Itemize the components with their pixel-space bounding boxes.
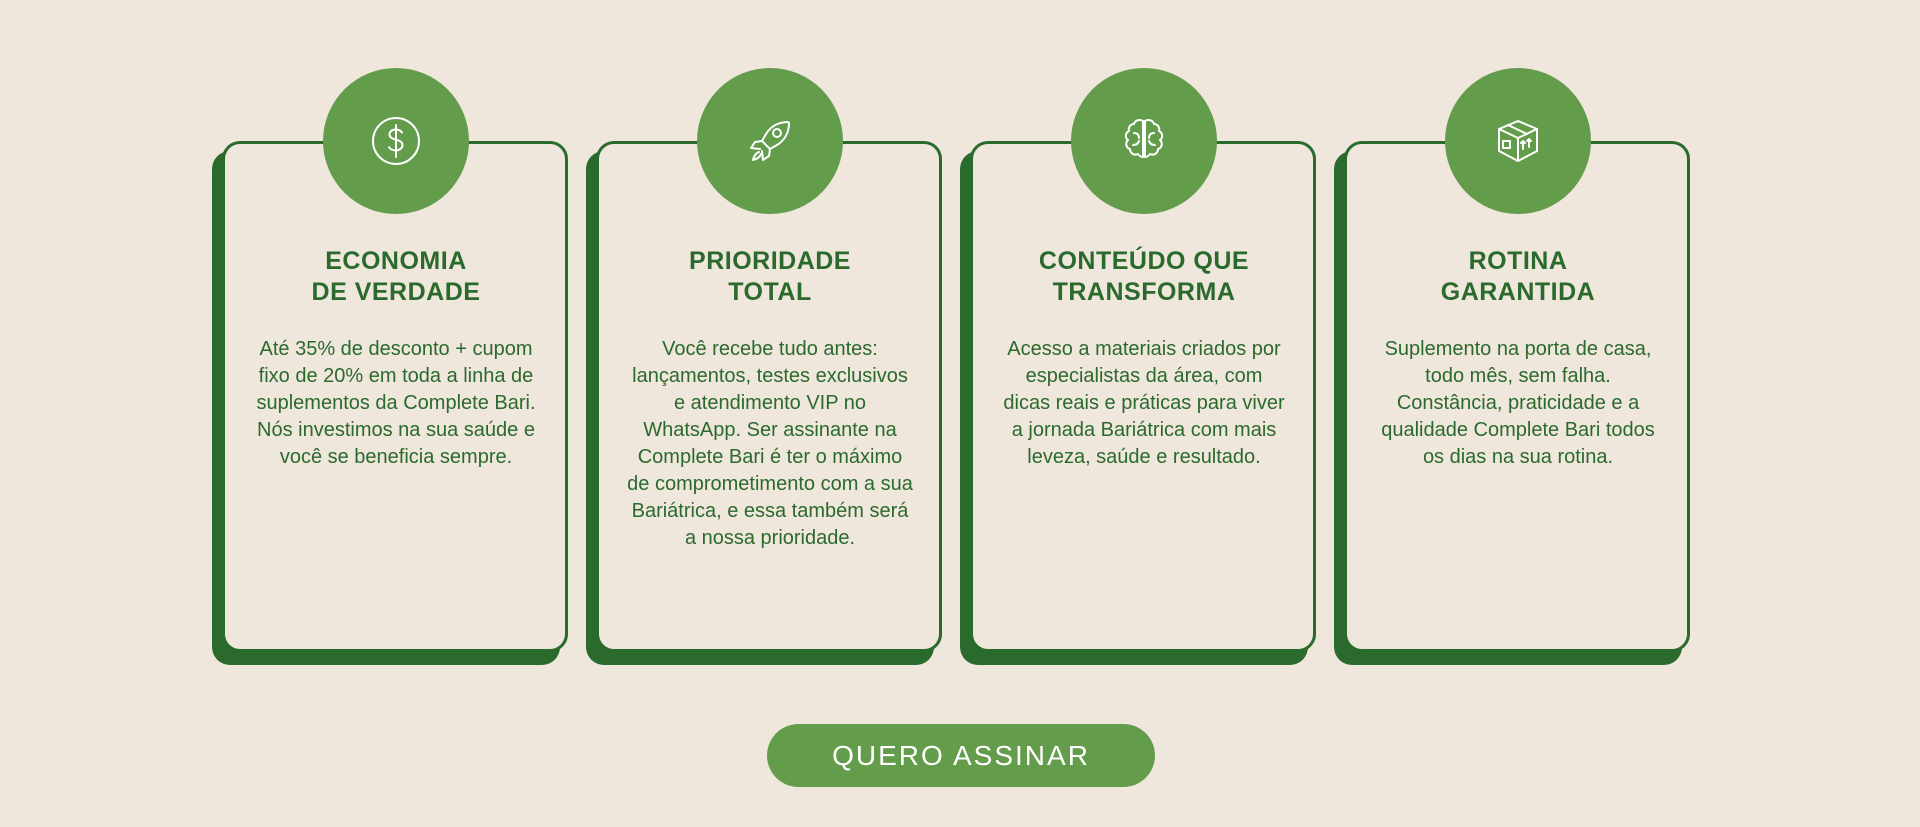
rocket-icon-badge (697, 68, 843, 214)
brain-icon-badge (1071, 68, 1217, 214)
card-description: Até 35% de desconto + cupom fixo de 20% … (256, 338, 536, 468)
card-description: Você recebe tudo antes: lançamentos, tes… (627, 338, 913, 549)
brain-icon (1124, 119, 1164, 158)
card-title: PRIORIDADE TOTAL (689, 247, 851, 306)
card-title: ECONOMIA DE VERDADE (311, 247, 481, 306)
benefit-card-rotina: ROTINA GARANTIDA Suplemento na porta de … (1334, 68, 1690, 668)
benefits-section: ECONOMIA DE VERDADE Até 35% de desconto … (212, 68, 1690, 668)
benefit-card-conteudo: CONTEÚDO QUE TRANSFORMA Acesso a materia… (960, 68, 1316, 668)
card-frame (596, 141, 942, 652)
card-description: Acesso a materiais criados por especiali… (1003, 338, 1285, 468)
dollar-icon-badge (323, 68, 469, 214)
card-frame (222, 141, 568, 652)
benefit-card-prioridade: PRIORIDADE TOTAL Você recebe tudo antes:… (586, 68, 942, 668)
dollar-icon (372, 117, 420, 165)
benefit-card-economia: ECONOMIA DE VERDADE Até 35% de desconto … (212, 68, 568, 668)
card-title: CONTEÚDO QUE TRANSFORMA (1038, 247, 1250, 306)
box-icon-badge (1445, 68, 1591, 214)
rocket-icon (750, 121, 790, 161)
subscribe-button[interactable]: QUERO ASSINAR (767, 724, 1155, 787)
box-icon (1498, 120, 1538, 162)
card-frame (1344, 141, 1690, 652)
card-title: ROTINA GARANTIDA (1440, 247, 1596, 306)
card-description: Suplemento na porta de casa, todo mês, s… (1381, 338, 1655, 468)
